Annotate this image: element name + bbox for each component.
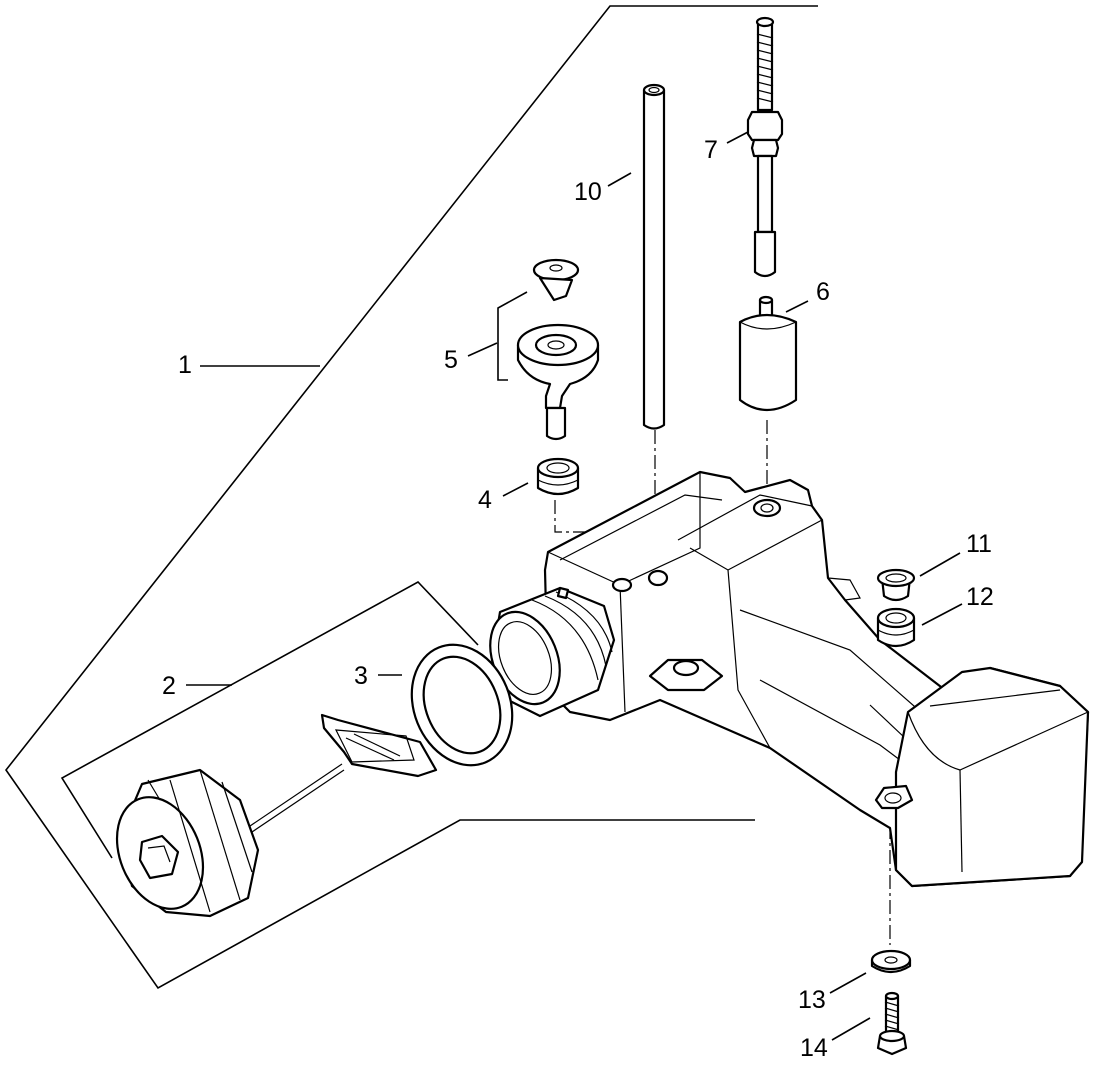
callout-leader-lines	[186, 131, 963, 1041]
callout-5: 5	[444, 346, 458, 374]
callout-6: 6	[816, 278, 830, 306]
fuel-tank-part-1	[489, 470, 1090, 888]
callout-7: 7	[704, 136, 718, 164]
callout-11: 11	[966, 530, 992, 558]
rubber-mount-part-12	[876, 607, 916, 648]
fuel-hose-part-10	[642, 83, 666, 430]
suction-pipe-part-7	[746, 16, 784, 278]
callout-10: 10	[574, 178, 602, 206]
callout-3: 3	[354, 662, 368, 690]
bracket-group-1	[5, 5, 818, 990]
fuel-filter-part-6	[738, 295, 798, 411]
valve-part-5	[516, 258, 600, 441]
callout-13: 13	[798, 986, 826, 1014]
bracket-group-2	[60, 581, 479, 859]
bushing-part-11	[876, 568, 916, 602]
callout-1: 1	[178, 351, 192, 379]
callout-2: 2	[162, 672, 176, 700]
washer-part-13	[870, 949, 912, 974]
callout-4: 4	[478, 486, 492, 514]
gasket-ring-part-3	[410, 643, 514, 767]
fuel-cap-part-2	[115, 713, 438, 918]
bracket-part-5	[497, 291, 528, 381]
grommet-part-4	[536, 457, 580, 496]
callout-labels: 1 2 3 4 5 6 7 10 11 12 13 14	[162, 136, 994, 1062]
callout-12: 12	[966, 583, 994, 611]
screw-part-14	[876, 991, 908, 1056]
callout-14: 14	[800, 1034, 828, 1062]
